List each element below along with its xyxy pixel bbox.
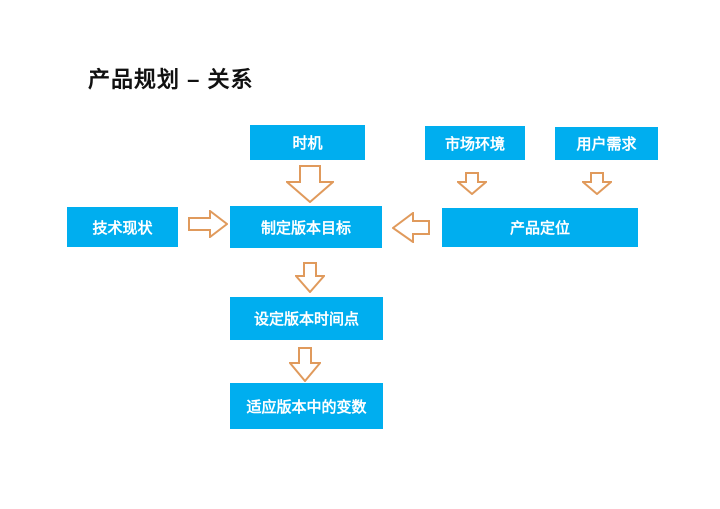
down-arrow-icon [457,172,487,195]
node-market-environment: 市场环境 [425,126,525,160]
node-set-version-goals: 制定版本目标 [230,206,382,248]
node-set-version-timepoint: 设定版本时间点 [230,297,383,340]
node-product-positioning: 产品定位 [442,208,638,247]
down-arrow-icon [582,172,612,195]
node-tech-status: 技术现状 [67,207,178,247]
down-arrow-icon [289,347,321,382]
node-timing: 时机 [250,125,365,160]
slide-title: 产品规划 – 关系 [88,67,254,92]
left-arrow-icon [392,212,430,243]
right-arrow-icon [188,210,228,238]
down-arrow-icon [286,165,334,203]
node-user-needs: 用户需求 [555,127,658,160]
down-arrow-icon [295,262,325,293]
node-adapt-version-variables: 适应版本中的变数 [230,383,383,429]
